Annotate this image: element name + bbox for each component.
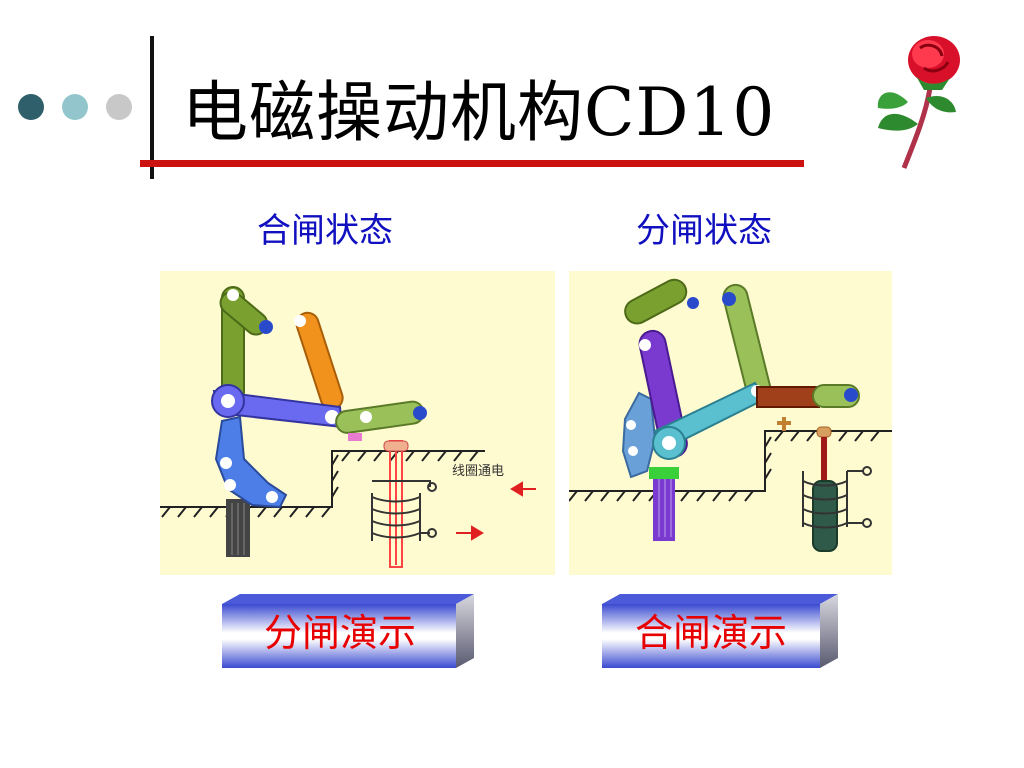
close-demo-button[interactable]: 合闸演示 bbox=[602, 594, 838, 668]
coil bbox=[371, 440, 437, 568]
dot-gray bbox=[106, 94, 132, 120]
button-bevel-shape bbox=[222, 594, 474, 668]
closed-state-diagram: 线圈通电 bbox=[160, 271, 555, 575]
open-state-label: 分闸状态 bbox=[636, 211, 772, 251]
close-demo-label: 合闸演示 bbox=[634, 611, 787, 655]
open-demo-label: 分闸演示 bbox=[263, 611, 416, 655]
coil-energized-label: 线圈通电 bbox=[452, 464, 504, 479]
frame-hatch bbox=[160, 450, 485, 518]
decorative-dots bbox=[18, 94, 138, 120]
dot-dark bbox=[18, 94, 44, 120]
page-title: 电磁操动机构CD10 bbox=[182, 74, 776, 151]
frame-hatch bbox=[569, 430, 892, 502]
title-divider-line bbox=[150, 36, 154, 179]
cam-link bbox=[621, 391, 657, 479]
arrow-icon bbox=[456, 481, 536, 541]
button-bevel-shape bbox=[602, 594, 838, 668]
open-demo-button[interactable]: 分闸演示 bbox=[222, 594, 474, 668]
rose-icon bbox=[877, 36, 960, 169]
dot-teal bbox=[62, 94, 88, 120]
coil bbox=[802, 426, 872, 552]
open-state-diagram bbox=[569, 271, 892, 575]
closed-state-label: 合闸状态 bbox=[257, 211, 393, 251]
title-underline bbox=[140, 160, 804, 167]
